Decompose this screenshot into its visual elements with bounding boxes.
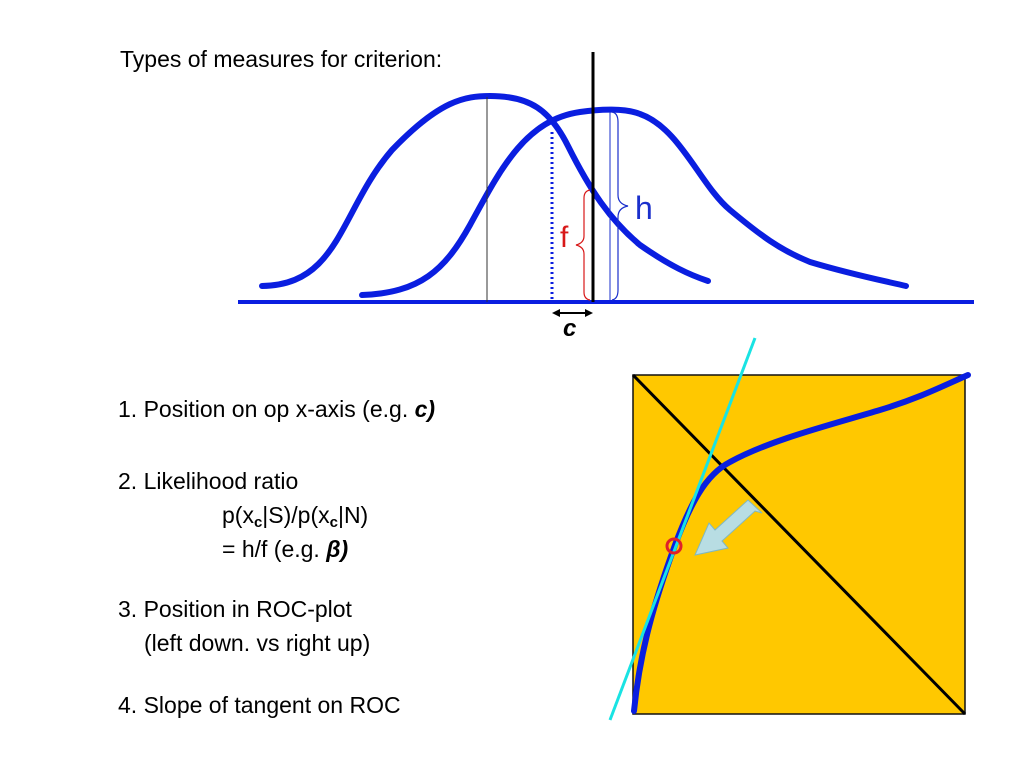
measure-1-emph: c) — [414, 396, 436, 422]
slide-title: Types of measures for criterion: — [120, 46, 443, 72]
formula-sub2: c — [329, 514, 338, 531]
tangent-line — [608, 337, 757, 721]
h-label: h — [635, 190, 653, 226]
formula-p1: p(x — [222, 502, 254, 528]
measure-3-subtitle: (left down. vs right up) — [144, 630, 371, 656]
measure-4: 4. Slope of tangent on ROC — [118, 692, 401, 718]
measure-1: 1. Position on op x-axis (e.g. c) — [118, 396, 435, 422]
formula-p3: |N) — [337, 502, 369, 528]
measure-2-title: 2. Likelihood ratio — [118, 468, 299, 494]
measure-2-equals: = h/f (e.g. β) — [222, 536, 348, 562]
noise-distribution-curve — [259, 92, 711, 289]
roc-plot — [608, 337, 971, 721]
f-brace — [575, 189, 591, 301]
measure-1-text: 1. Position on op x-axis (e.g. — [118, 396, 415, 422]
c-distance-arrow — [552, 309, 593, 317]
measure-3-title: 3. Position in ROC-plot — [118, 596, 352, 622]
equals-text: = h/f (e.g. — [222, 536, 327, 562]
measure-2-formula: p(xc|S)/p(xc|N) — [222, 502, 369, 531]
criterion-point-marker — [665, 537, 683, 555]
beta-emph: β) — [326, 536, 349, 562]
signal-distribution-curve — [359, 106, 909, 298]
formula-p2: |S)/p(x — [262, 502, 330, 528]
f-label: f — [560, 221, 569, 254]
direction-arrow — [694, 499, 763, 556]
c-label: c — [563, 315, 576, 342]
roc-chance-diagonal — [631, 373, 967, 716]
h-brace — [611, 111, 629, 301]
roc-curve — [631, 372, 971, 714]
formula-sub1: c — [253, 514, 263, 531]
